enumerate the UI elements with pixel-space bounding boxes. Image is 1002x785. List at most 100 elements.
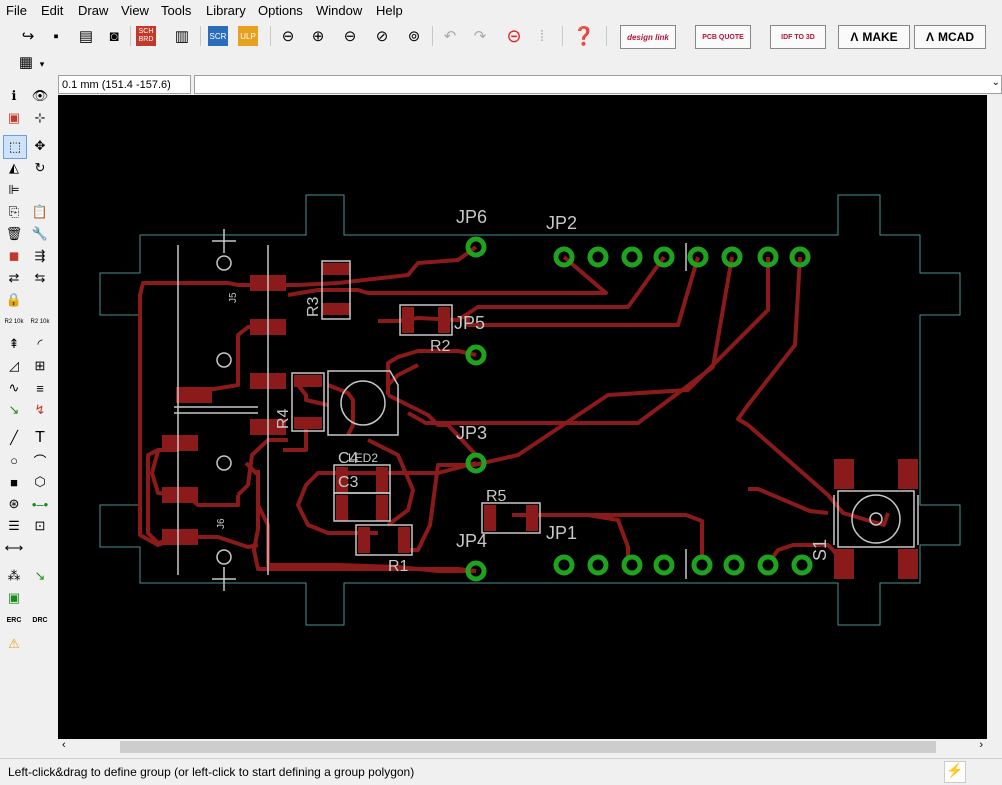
menu-bar: File Edit Draw View Tools Library Option… <box>0 0 1002 22</box>
menu-edit[interactable]: Edit <box>41 3 64 18</box>
wire-icon[interactable]: ╱ <box>10 430 18 445</box>
lightning-icon[interactable]: ⚡ <box>944 761 966 783</box>
menu-options[interactable]: Options <box>258 3 303 18</box>
display-layers-icon[interactable]: ▣ <box>7 110 21 125</box>
align-icon[interactable]: ⊫ <box>8 182 20 197</box>
menu-library[interactable]: Library <box>206 3 246 18</box>
left-tool-palette: ℹ 👁 ▣ ⊹ ⬚ ✥ ◭ ↻ ⊫ ⎘ 📋 🗑 🔧 ◼ ⇶ ⇄ ⇆ 🔒 R2 1… <box>0 82 58 758</box>
info-icon[interactable]: ℹ <box>11 88 17 103</box>
zoom-out-icon[interactable]: ⊖ <box>343 28 357 45</box>
board-icon[interactable]: ▣ <box>7 590 21 605</box>
hole-marker <box>216 549 232 565</box>
value-tool-button[interactable]: R2 10k <box>30 318 50 325</box>
silk-outline <box>399 304 453 336</box>
rotate-icon[interactable]: ↻ <box>34 160 46 175</box>
menu-window[interactable]: Window <box>316 3 363 18</box>
mark-icon[interactable]: ⊹ <box>34 110 46 125</box>
board-canvas[interactable]: JP6 JP2 JP5 R2 JP3 R5 JP1 JP4 R1 R3 R4 C… <box>58 95 987 739</box>
ratsnest-air-icon[interactable]: ⁂ <box>7 568 21 583</box>
polygon-icon[interactable]: ⬡ <box>34 474 46 489</box>
smash-icon[interactable]: ⇞ <box>8 336 20 351</box>
optimize-icon[interactable]: ⊞ <box>34 358 46 373</box>
zoom-last-icon[interactable]: ⊘ <box>375 28 389 45</box>
label-jp5: JP5 <box>454 313 485 333</box>
route-icon[interactable]: ↘ <box>8 402 20 417</box>
help-icon[interactable]: ❓ <box>572 25 596 46</box>
via-icon[interactable]: ⊛ <box>8 496 20 511</box>
autorouter-icon[interactable]: ↘ <box>34 568 46 583</box>
grid-icon[interactable]: ▦ <box>18 54 34 71</box>
group-select-icon[interactable]: ⬚ <box>3 135 27 159</box>
meander-icon[interactable]: ∿ <box>8 380 20 395</box>
silk-outline <box>291 372 325 432</box>
swap-icon[interactable]: ⇄ <box>8 270 20 285</box>
copy-icon[interactable]: ⎘ <box>8 204 20 219</box>
menu-file[interactable]: File <box>6 3 27 18</box>
chevron-left-icon[interactable]: ‹ <box>62 739 66 751</box>
main-toolbar: ↪ ▪ ▤ ◙ SCH BRD ▥ SCR ULP ⊖ ⊕ ⊖ ⊘ ⊚ ↶ ↷ … <box>0 22 1002 50</box>
go-icon[interactable]: ⁞ <box>539 27 545 45</box>
paste-icon[interactable]: 📋 <box>31 204 49 219</box>
zoom-select-icon[interactable]: ⊚ <box>407 28 421 45</box>
attribute-icon[interactable]: ⊡ <box>34 518 46 533</box>
make-button-label: MAKE <box>862 30 898 44</box>
add-part-icon[interactable]: ◼ <box>8 248 20 263</box>
gate-swap-icon[interactable]: ⇆ <box>34 270 46 285</box>
menu-view[interactable]: View <box>121 3 149 18</box>
sch-brd-switch-button[interactable]: SCH BRD <box>136 26 156 46</box>
open-icon[interactable]: ↪ <box>21 28 35 45</box>
dimension-icon[interactable]: ⟷ <box>4 540 24 555</box>
menu-help[interactable]: Help <box>376 3 403 18</box>
redo-icon[interactable]: ↷ <box>473 28 487 45</box>
chevron-right-icon[interactable]: › <box>979 739 983 751</box>
name-tool-button[interactable]: R2 10k <box>4 318 24 325</box>
ulp-button[interactable]: ULP <box>238 26 258 46</box>
menu-tools[interactable]: Tools <box>161 3 192 18</box>
circle-icon[interactable]: ○ <box>10 452 18 468</box>
trace <box>236 438 288 497</box>
mirror-icon[interactable]: ◭ <box>9 160 19 175</box>
smd-pad <box>358 527 370 553</box>
miter-icon[interactable]: ◜ <box>37 336 43 351</box>
command-history-dropdown-icon[interactable]: ⌄ <box>991 77 1000 88</box>
horizontal-scrollbar[interactable]: ‹ › <box>58 739 987 755</box>
rectangle-icon[interactable]: ■ <box>10 474 18 490</box>
wrench-icon[interactable]: 🔧 <box>31 226 49 241</box>
pcb-quote-button[interactable]: PCB QUOTE <box>695 25 751 49</box>
split-icon[interactable]: ◿ <box>9 358 19 373</box>
drc-button[interactable]: DRC <box>32 616 48 624</box>
idf-to-3d-button[interactable]: IDF TO 3D <box>770 25 826 49</box>
route-multiple-icon[interactable]: ≡ <box>36 380 44 396</box>
command-input[interactable] <box>194 75 1002 94</box>
signal-icon[interactable]: •–• <box>31 496 49 512</box>
delete-icon[interactable]: 🗑 <box>5 226 23 241</box>
script-button[interactable]: SCR <box>208 26 228 46</box>
zoom-fit-icon[interactable]: ⊖ <box>281 28 295 45</box>
toolbar-separator <box>270 26 271 46</box>
warning-icon[interactable]: ⚠ <box>8 636 20 651</box>
ratsnest-icon[interactable]: ☰ <box>8 518 20 533</box>
lock-icon[interactable]: 🔒 <box>5 292 23 307</box>
ripup-icon[interactable]: ↯ <box>34 402 46 417</box>
erc-button[interactable]: ERC <box>6 616 22 624</box>
stop-icon[interactable]: ⊝ <box>506 25 522 46</box>
text-tool-button[interactable]: T <box>35 429 45 446</box>
vertical-scrollbar[interactable] <box>987 95 1002 739</box>
led-circle <box>340 380 386 426</box>
move-icon[interactable]: ✥ <box>34 138 46 153</box>
horizontal-scroll-thumb[interactable] <box>120 741 936 753</box>
layers-icon[interactable]: ▥ <box>174 28 190 45</box>
design-link-button[interactable]: design link <box>620 25 676 49</box>
print-icon[interactable]: ▤ <box>78 28 94 45</box>
save-icon[interactable]: ▪ <box>53 27 59 45</box>
chevron-down-icon[interactable]: ▾ <box>39 58 45 69</box>
arc-icon[interactable]: ⌒ <box>33 453 47 469</box>
undo-icon[interactable]: ↶ <box>443 28 457 45</box>
show-eye-icon[interactable]: 👁 <box>31 88 49 103</box>
replace-icon[interactable]: ⇶ <box>34 248 46 263</box>
menu-draw[interactable]: Draw <box>78 3 109 18</box>
cam-icon[interactable]: ◙ <box>109 27 119 45</box>
zoom-in-icon[interactable]: ⊕ <box>311 28 325 45</box>
